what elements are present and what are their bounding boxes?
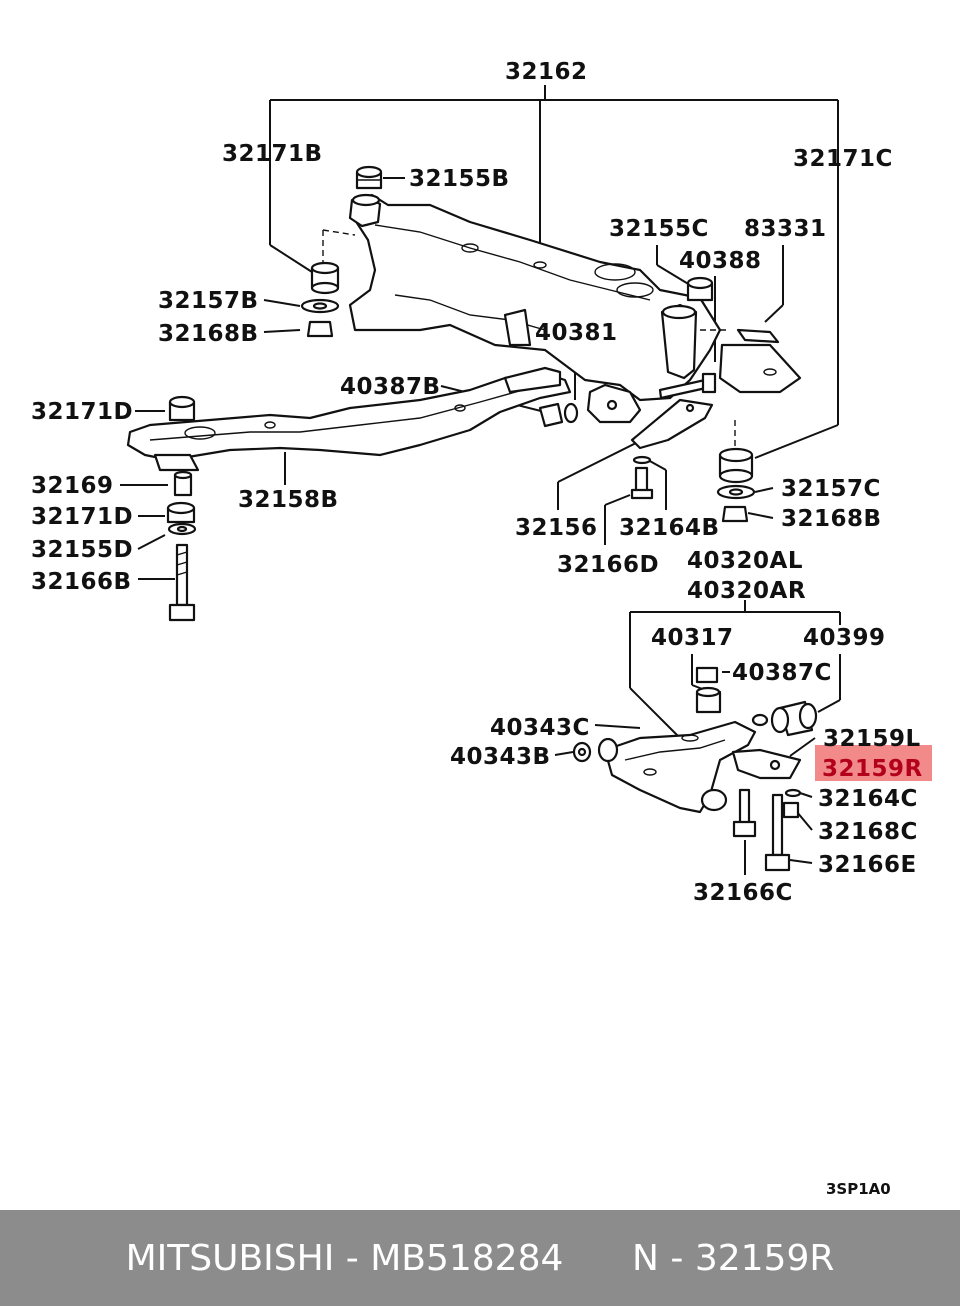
label-40317: 40317	[651, 625, 734, 651]
label-32166B: 32166B	[31, 569, 132, 595]
bushing-40399	[770, 700, 818, 737]
footer-part-number: MITSUBISHI - MB518284 N - 32159R	[125, 1237, 835, 1279]
label-40343B: 40343B	[450, 744, 551, 770]
label-40387B: 40387B	[340, 374, 441, 400]
label-40320AR: 40320AR	[687, 578, 806, 604]
label-32157B: 32157B	[158, 288, 259, 314]
leader-lines	[120, 85, 841, 875]
label-32171B: 32171B	[222, 141, 323, 167]
bolt-32166C	[732, 788, 757, 838]
bolt-32166D	[630, 466, 654, 500]
bushing-32155C	[686, 276, 714, 302]
bushing-32171B	[310, 261, 340, 295]
lower-arm-40320	[597, 720, 757, 814]
label-32168C: 32168C	[818, 819, 918, 845]
label-32169: 32169	[31, 473, 114, 499]
label-32164B: 32164B	[619, 515, 720, 541]
nut-32168B-upper	[306, 320, 334, 338]
dashed-locators	[322, 229, 736, 450]
label-32159L: 32159L	[823, 726, 921, 752]
label-32155C: 32155C	[609, 216, 709, 242]
member-32158B	[126, 366, 572, 472]
part-labels: 32162 32171B 32155B 32171C 32155C 83331 …	[31, 59, 923, 1198]
footer-bar: MITSUBISHI - MB518284 N - 32159R	[0, 1210, 960, 1306]
bolt-32166E	[764, 793, 791, 872]
nut-32168B-lower	[721, 505, 749, 523]
label-32168B-upper: 32168B	[158, 321, 259, 347]
nut-32168C	[782, 801, 800, 819]
bracket-32159R	[731, 748, 802, 780]
highlight-box	[815, 745, 932, 781]
label-40320AL: 40320AL	[687, 548, 803, 574]
label-40387C: 40387C	[732, 660, 832, 686]
bracket-83331	[718, 328, 802, 394]
washer-32164C	[784, 788, 802, 798]
label-32156: 32156	[515, 515, 598, 541]
crossmember-32162	[348, 193, 722, 402]
bushing-32171D-top	[168, 395, 196, 422]
label-32166D: 32166D	[557, 552, 659, 578]
washer-32164B	[632, 455, 652, 465]
washer-32155D	[167, 522, 197, 536]
label-32164C: 32164C	[818, 786, 918, 812]
bracket-40381	[586, 383, 642, 424]
label-40381: 40381	[535, 320, 618, 346]
label-40343C: 40343C	[490, 715, 590, 741]
label-32162: 32162	[505, 59, 588, 85]
nut-40387B	[538, 402, 579, 428]
label-32159R: 32159R	[822, 756, 923, 782]
nut-40387C	[695, 666, 719, 684]
label-32171D-top: 32171D	[31, 399, 133, 425]
bushing-40317	[695, 686, 722, 714]
label-32168B-lower: 32168B	[781, 506, 882, 532]
label-32171C: 32171C	[793, 146, 893, 172]
bracket-32156	[630, 398, 714, 450]
diagram-code: 3SP1A0	[826, 1180, 891, 1198]
washer-32157C	[716, 484, 756, 500]
label-83331: 83331	[744, 216, 827, 242]
parts-diagram: 32162 32171B 32155B 32171C 32155C 83331 …	[31, 59, 932, 1198]
bolt-32166B	[168, 543, 196, 622]
label-32155B: 32155B	[409, 166, 510, 192]
washer-32157B	[300, 298, 340, 314]
label-32157C: 32157C	[781, 476, 881, 502]
bushing-32171C	[718, 447, 754, 484]
label-32166C: 32166C	[693, 880, 793, 906]
bushing-32155B	[355, 165, 383, 190]
bolt-40388	[658, 372, 717, 400]
collar-32169	[173, 470, 193, 497]
label-40388: 40388	[679, 248, 762, 274]
label-32158B: 32158B	[238, 487, 339, 513]
washer-40343C	[751, 713, 769, 727]
label-32155D: 32155D	[31, 537, 133, 563]
label-32166E: 32166E	[818, 852, 917, 878]
label-32171D-bottom: 32171D	[31, 504, 133, 530]
label-40399: 40399	[803, 625, 886, 651]
bushing-32171D-bottom	[166, 501, 196, 524]
washer-40343B	[572, 741, 592, 763]
